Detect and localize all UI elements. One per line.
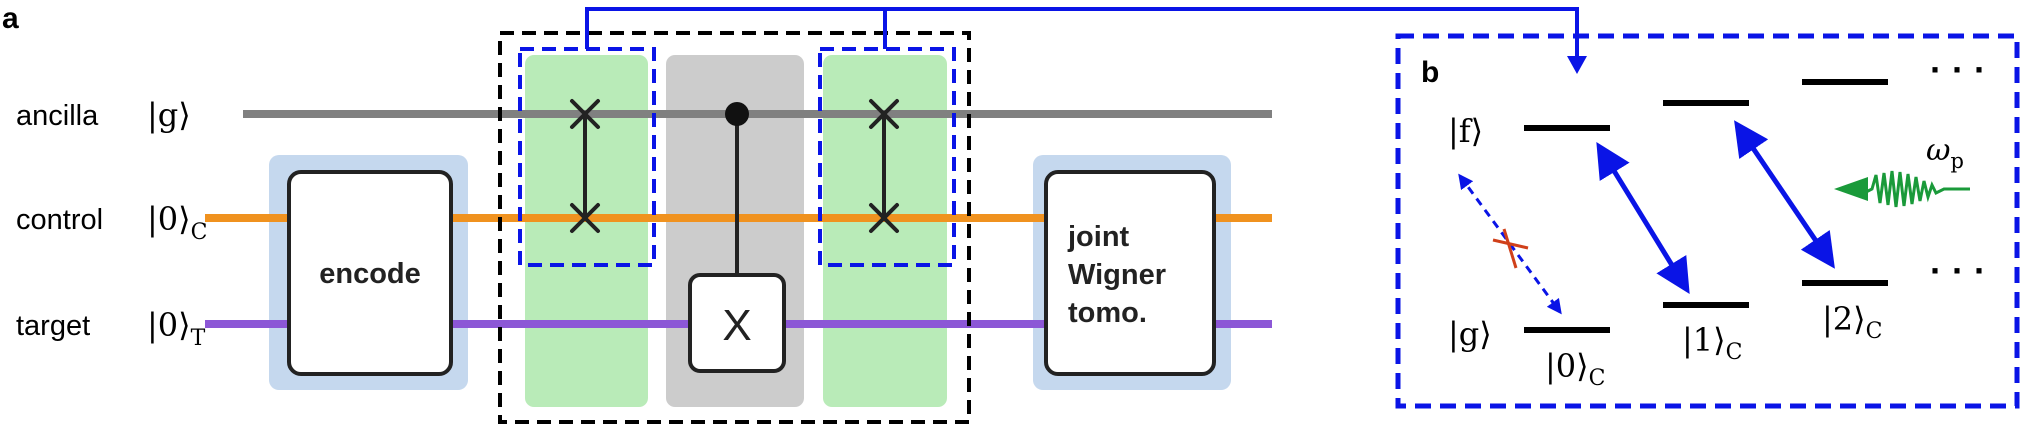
- forbidden-cross-icon: [1492, 228, 1529, 269]
- encode-gate-label: encode: [319, 258, 421, 290]
- target-ket: |0⟩T: [147, 306, 206, 351]
- encode-gate: [287, 170, 453, 376]
- ket-0c-label: |0⟩C: [1545, 347, 1605, 391]
- pump-drive-icon: [1857, 170, 1970, 208]
- swap-gate-1: [570, 99, 600, 233]
- ancilla-label: ancilla: [16, 100, 99, 132]
- ket-2c-label: |2⟩C: [1822, 300, 1882, 344]
- cnot-target-box: [688, 273, 786, 373]
- cnot-control-dot: [725, 102, 749, 126]
- swap-background-2: [823, 55, 947, 407]
- pump-frequency-label: ωp: [1926, 133, 1964, 173]
- wigner-gate: [1044, 170, 1216, 376]
- operation-dashed-box: [498, 31, 971, 424]
- ket-f-label: |f⟩: [1448, 112, 1483, 150]
- transition-f0-g1: [1596, 142, 1690, 294]
- control-label: control: [16, 204, 103, 236]
- swap-gate-2: [869, 99, 899, 233]
- control-ket: |0⟩C: [147, 200, 207, 245]
- panel-a-label: a: [2, 2, 19, 35]
- target-label: target: [16, 310, 90, 342]
- connector-arrowhead: [1567, 56, 1587, 74]
- ellipsis-top: · · ·: [1930, 49, 1986, 90]
- ancilla-ket: |g⟩: [147, 96, 191, 134]
- pump-arrowhead: [1834, 177, 1868, 201]
- swap-background-1: [525, 55, 648, 407]
- cnot-gate: X: [688, 102, 786, 373]
- panel-b-label: b: [1421, 56, 1439, 89]
- ket-g-label: |g⟩: [1448, 315, 1492, 353]
- wigner-gate-label: joint Wigner tomo.: [1067, 221, 1174, 329]
- cnot-target-label: X: [722, 301, 751, 350]
- ellipsis-bottom: · · ·: [1930, 250, 1986, 291]
- transition-f1-g2: [1734, 120, 1835, 269]
- ket-1c-label: |1⟩C: [1682, 321, 1742, 365]
- panel-b-frame: [1395, 33, 2020, 409]
